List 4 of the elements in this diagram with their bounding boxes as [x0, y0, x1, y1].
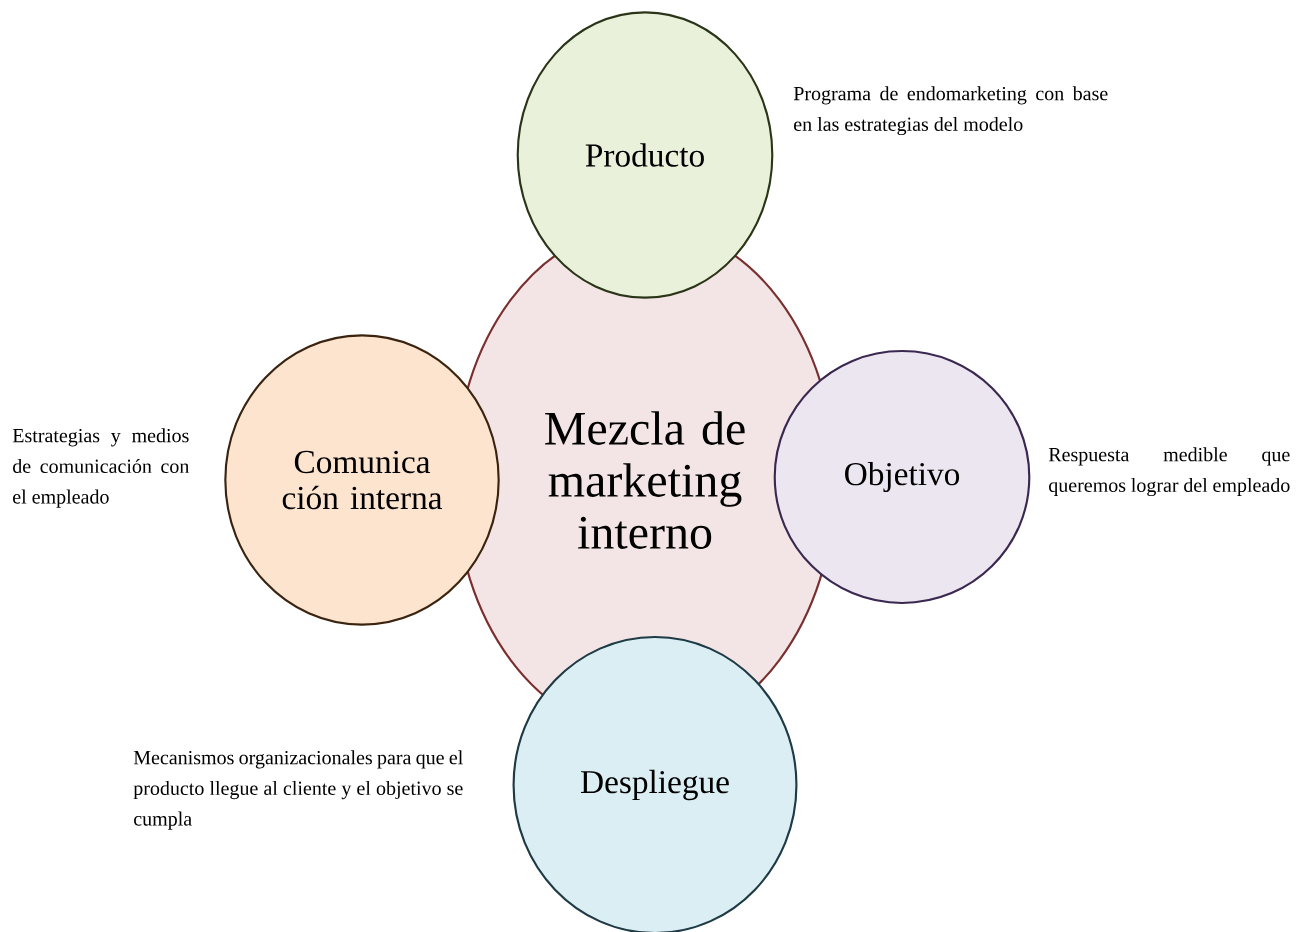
description-text: Programa de endomarketing con base en las estrategias del modelo — [793, 86, 1108, 136]
description-text: Mecanismos organizacionales para que el producto llegue al cliente y el objetivo se cumpla — [133, 750, 463, 830]
description-text: Estrategias y medios de comunicación con el empleado — [12, 428, 190, 508]
description-text: Respuesta medible que queremos lograr del empleado — [1048, 447, 1290, 497]
